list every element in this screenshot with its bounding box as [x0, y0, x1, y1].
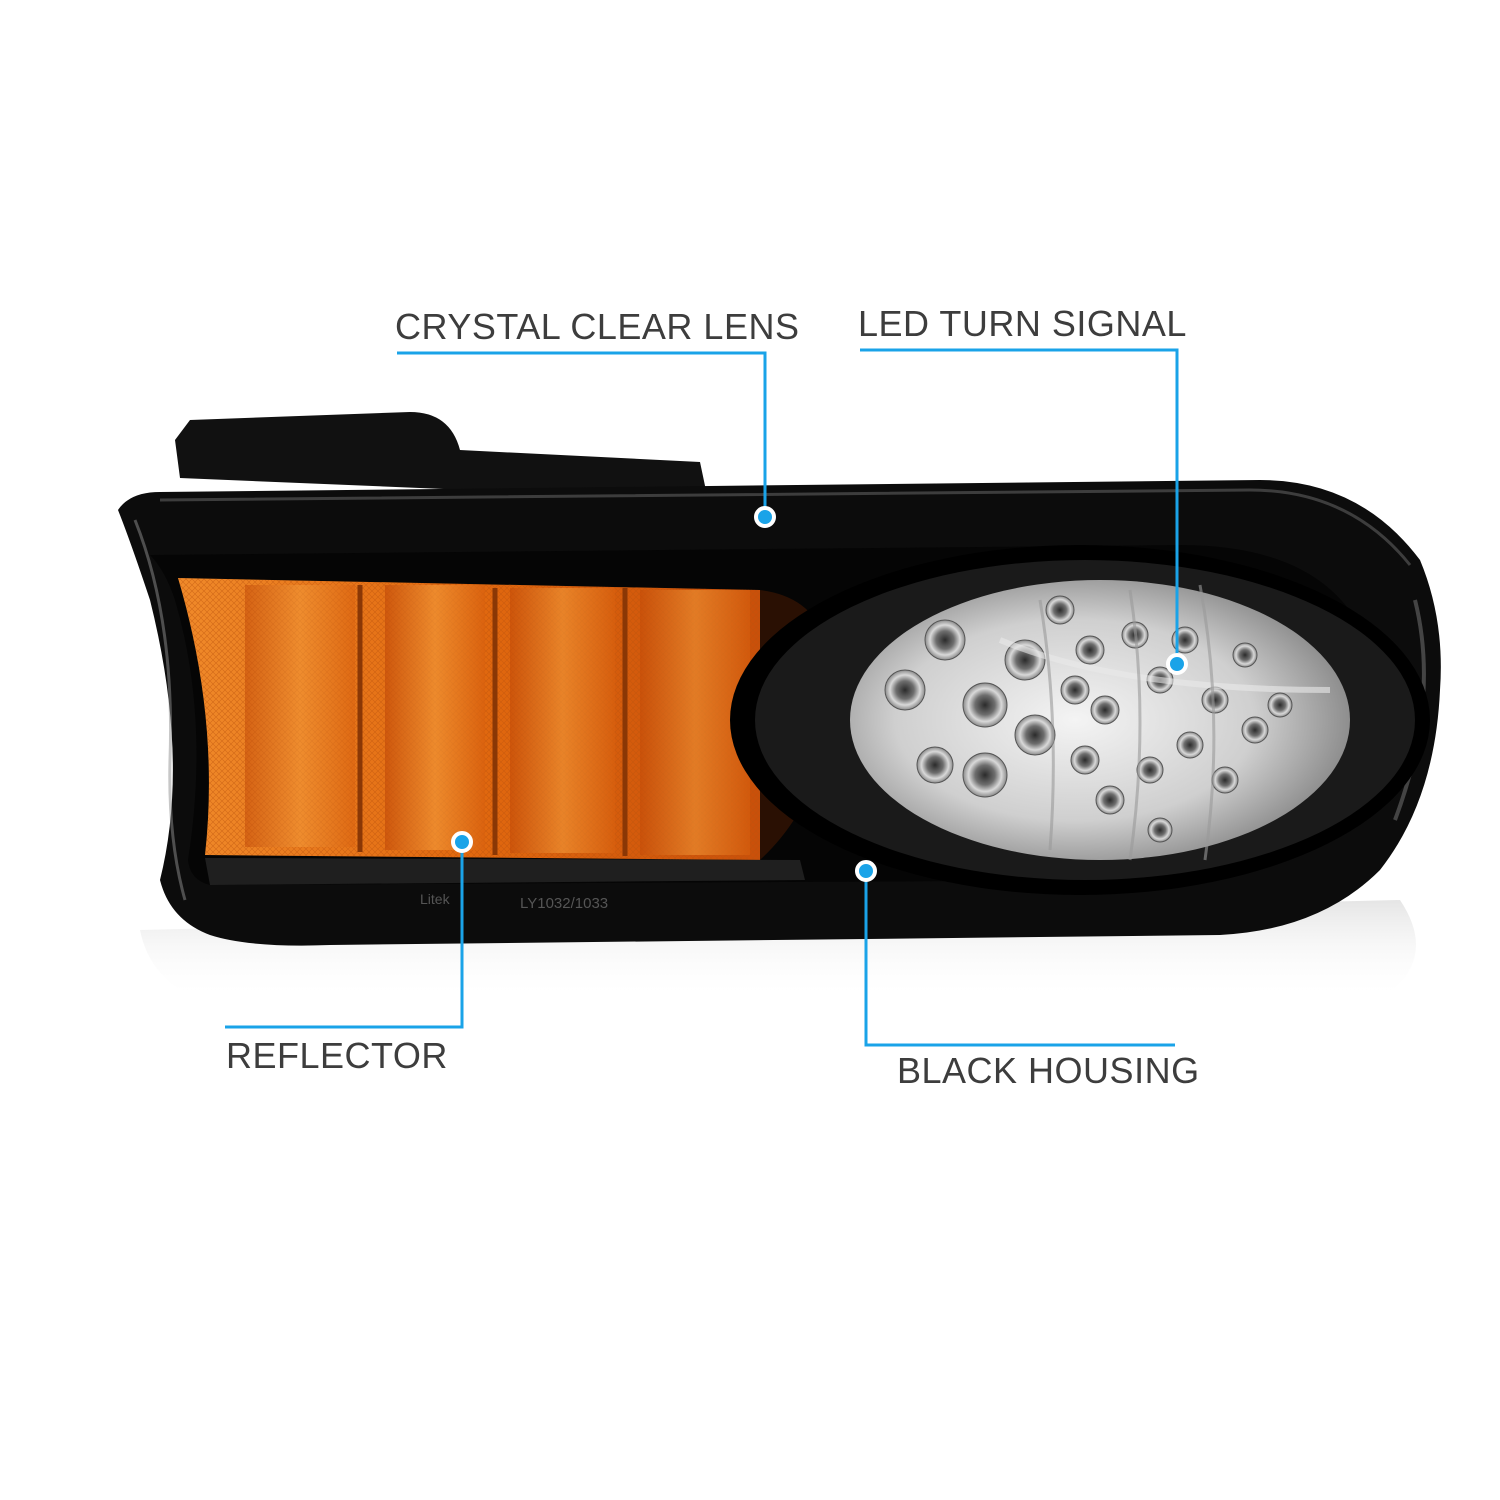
lens-callout-line [397, 351, 767, 515]
brand-marking: Litek [420, 891, 451, 907]
lens-callout-dot [754, 506, 776, 528]
callout-dots [451, 506, 1188, 882]
crystal-clear-lens-label: CRYSTAL CLEAR LENS [395, 306, 800, 347]
mounting-tab [175, 412, 708, 500]
housing-callout-line [864, 873, 1175, 1047]
part-number-marking: LY1032/1033 [520, 895, 608, 912]
led-callout-dot [1166, 653, 1188, 675]
reflector-callout-dot [451, 831, 473, 853]
led-turn-signal-label: LED TURN SIGNAL [858, 303, 1187, 344]
black-housing-label: BLACK HOUSING [897, 1050, 1200, 1091]
reflector-label: REFLECTOR [226, 1035, 448, 1076]
callout-lines [225, 348, 1179, 1047]
led-callout-line [860, 348, 1179, 662]
housing-callout-dot [855, 860, 877, 882]
reflector-callout-line [225, 842, 464, 1029]
led-array [850, 580, 1350, 861]
